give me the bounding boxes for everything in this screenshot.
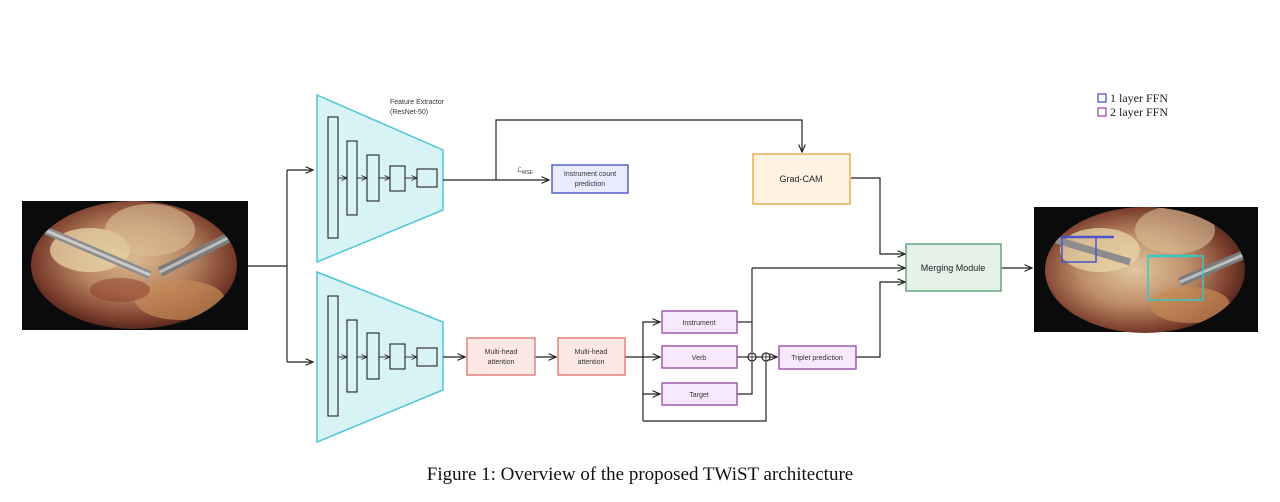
mha2-line1: Multi-head <box>575 349 608 356</box>
loss-label: ℒMSE <box>517 166 534 176</box>
input-split-connectors <box>248 170 313 362</box>
figure-caption: Figure 1: Overview of the proposed TWiST… <box>426 464 854 485</box>
instrument-count-line2: prediction <box>575 181 605 188</box>
feature-extractor-bottom <box>316 270 444 444</box>
legend-swatch-1-layer-ffn <box>1097 93 1107 103</box>
legend-label-2-layer-ffn: 2 layer FFN <box>1110 105 1168 119</box>
multi-head-attention-2: Multi-head attention <box>557 337 626 376</box>
mha1-line1: Multi-head <box>485 349 518 356</box>
target-label: Target <box>689 392 709 399</box>
instrument-label: Instrument <box>682 320 715 327</box>
instrument-count-node: Instrument count prediction <box>551 164 629 194</box>
legend: 1 layer FFN 2 layer FFN <box>1097 91 1168 119</box>
feature-extractor-top: Feature Extractor (ResNet-50) <box>316 93 445 264</box>
feature-extractor-title: Feature Extractor <box>390 99 445 106</box>
triplet-prediction-node: Triplet prediction <box>778 345 857 370</box>
feature-extractor-subtitle: (ResNet-50) <box>390 109 428 116</box>
top-branch-connectors <box>443 119 1032 268</box>
verb-node: Verb <box>661 345 738 369</box>
instrument-count-line1: Instrument count <box>564 171 616 178</box>
triplet-prediction-label: Triplet prediction <box>791 355 843 362</box>
target-node: Target <box>661 382 738 406</box>
merging-module-label: Merging Module <box>921 263 986 273</box>
legend-label-1-layer-ffn: 1 layer FFN <box>1110 91 1168 105</box>
output-surgical-frame <box>1034 207 1258 333</box>
mha2-line2: attention <box>578 359 605 366</box>
mha1-line2: attention <box>488 359 515 366</box>
merging-module-node: Merging Module <box>905 243 1002 292</box>
instrument-node: Instrument <box>661 310 738 334</box>
bottom-branch-connectors <box>443 268 905 422</box>
verb-label: Verb <box>692 355 707 362</box>
gradcam-node: Grad-CAM <box>752 153 851 205</box>
legend-swatch-2-layer-ffn <box>1097 107 1107 117</box>
gradcam-label: Grad-CAM <box>779 174 822 184</box>
multi-head-attention-1: Multi-head attention <box>466 337 536 376</box>
input-surgical-frame <box>22 201 248 330</box>
